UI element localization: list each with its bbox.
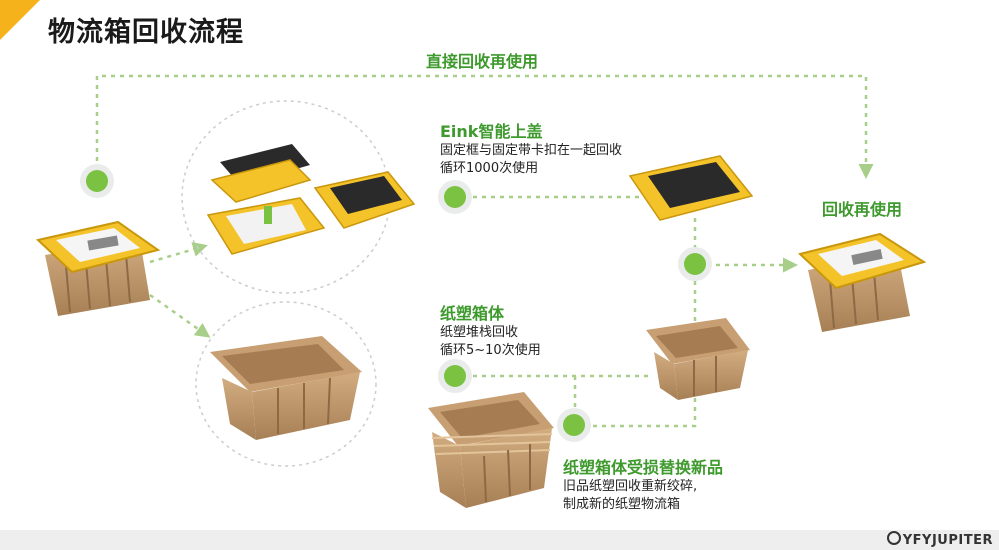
footer-bar bbox=[0, 530, 999, 550]
exploded-lid bbox=[206, 144, 416, 255]
step-dot-direct-reuse bbox=[86, 170, 108, 192]
label-direct-reuse: 直接回收再使用 bbox=[426, 52, 539, 71]
label-reuse: 回收再使用 bbox=[822, 200, 903, 219]
damaged-line1: 旧品纸塑回收重新绞碎, bbox=[563, 479, 698, 494]
step-dot-damaged bbox=[563, 414, 585, 436]
paper-box-heading: 纸塑箱体 bbox=[440, 304, 505, 323]
step-dot-eink bbox=[444, 186, 466, 208]
eink-heading: Eink智能上盖 bbox=[440, 122, 543, 141]
paper-box-line1: 纸塑堆栈回收 bbox=[440, 325, 519, 340]
pulp-box-empty bbox=[210, 336, 362, 440]
eink-annotation: Eink智能上盖 固定框与固定带卡扣在一起回收 循环1000次使用 bbox=[440, 118, 622, 178]
pulp-box-stack bbox=[428, 392, 554, 508]
damaged-line2: 制成新的纸塑物流箱 bbox=[563, 497, 681, 512]
assembled-box-right bbox=[797, 232, 927, 332]
corner-accent bbox=[0, 0, 40, 40]
brand-text: YFYJUPITER bbox=[902, 533, 993, 548]
connector-lines bbox=[95, 74, 874, 428]
eink-lid-single bbox=[628, 155, 754, 221]
eink-line2: 循环1000次使用 bbox=[440, 161, 539, 176]
step-dot-reassemble bbox=[684, 253, 706, 275]
damaged-heading: 纸塑箱体受损替换新品 bbox=[563, 458, 724, 477]
step-dot-paper-box bbox=[444, 365, 466, 387]
pulp-box-small bbox=[646, 318, 750, 400]
assembled-box-left bbox=[35, 220, 161, 316]
damaged-annotation: 纸塑箱体受损替换新品 旧品纸塑回收重新绞碎, 制成新的纸塑物流箱 bbox=[563, 454, 723, 514]
paper-box-line2: 循环5~10次使用 bbox=[440, 343, 541, 358]
brand-circle-icon bbox=[886, 531, 901, 545]
box-group-ellipse bbox=[195, 301, 377, 467]
brand-logo: YFYJUPITER bbox=[886, 531, 993, 548]
paper-box-annotation: 纸塑箱体 纸塑堆栈回收 循环5~10次使用 bbox=[440, 300, 541, 360]
page-title: 物流箱回收流程 bbox=[48, 17, 244, 48]
eink-line1: 固定框与固定带卡扣在一起回收 bbox=[440, 143, 623, 158]
